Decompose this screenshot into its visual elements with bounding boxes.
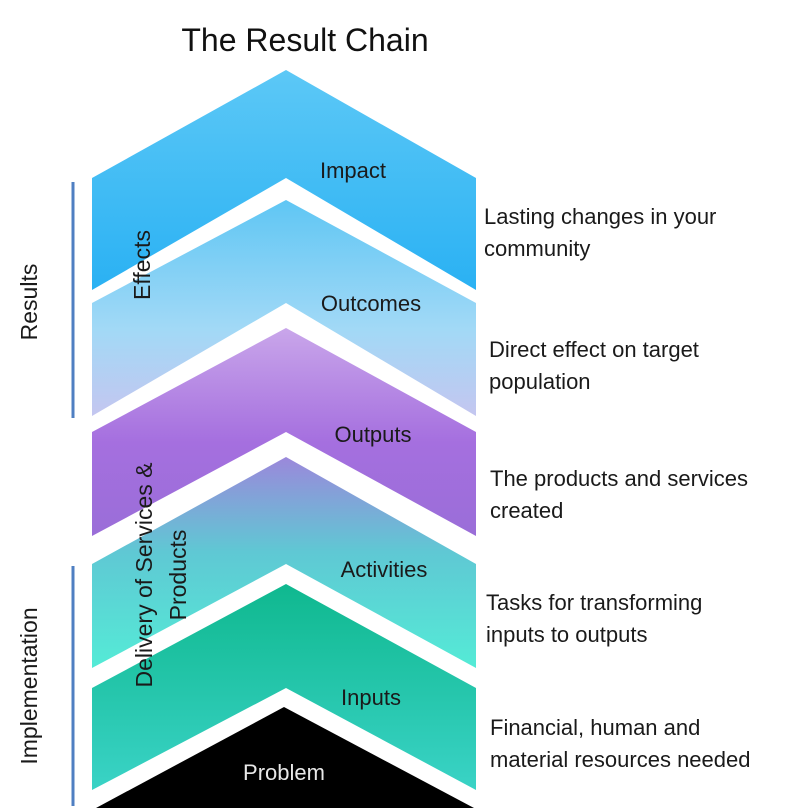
activities-label: Activities [341, 557, 428, 582]
chevron-problem [96, 707, 474, 808]
effects-label: Effects [129, 230, 155, 300]
impact-desc-line2: community [484, 236, 590, 261]
chevron-activities [92, 457, 476, 668]
outputs-label: Outputs [334, 422, 411, 447]
impact-desc-line1: Lasting changes in your [484, 204, 716, 229]
chevron-inputs [92, 584, 476, 790]
implementation-label: Implementation [16, 607, 42, 764]
activities-desc-line1: Tasks for transforming [486, 590, 702, 615]
outcomes-label: Outcomes [321, 291, 421, 316]
outcomes-desc-line1: Direct effect on target [489, 337, 699, 362]
activities-desc-line2: inputs to outputs [486, 622, 647, 647]
inputs-desc-line1: Financial, human and [490, 715, 700, 740]
delivery-label-line2: Products [165, 530, 191, 621]
results-label: Results [16, 264, 42, 341]
outputs-desc-line1: The products and services [490, 466, 748, 491]
delivery-label-line1: Delivery of Services & [131, 463, 157, 688]
impact-label: Impact [320, 158, 386, 183]
outcomes-desc-line2: population [489, 369, 591, 394]
chevron-impact [92, 70, 476, 290]
problem-label: Problem [243, 760, 325, 785]
diagram-title: The Result Chain [181, 22, 428, 58]
chevron-outcomes [92, 200, 476, 416]
inputs-desc-line2: material resources needed [490, 747, 750, 772]
outputs-desc-line2: created [490, 498, 563, 523]
chevron-outputs [92, 328, 476, 536]
inputs-label: Inputs [341, 685, 401, 710]
